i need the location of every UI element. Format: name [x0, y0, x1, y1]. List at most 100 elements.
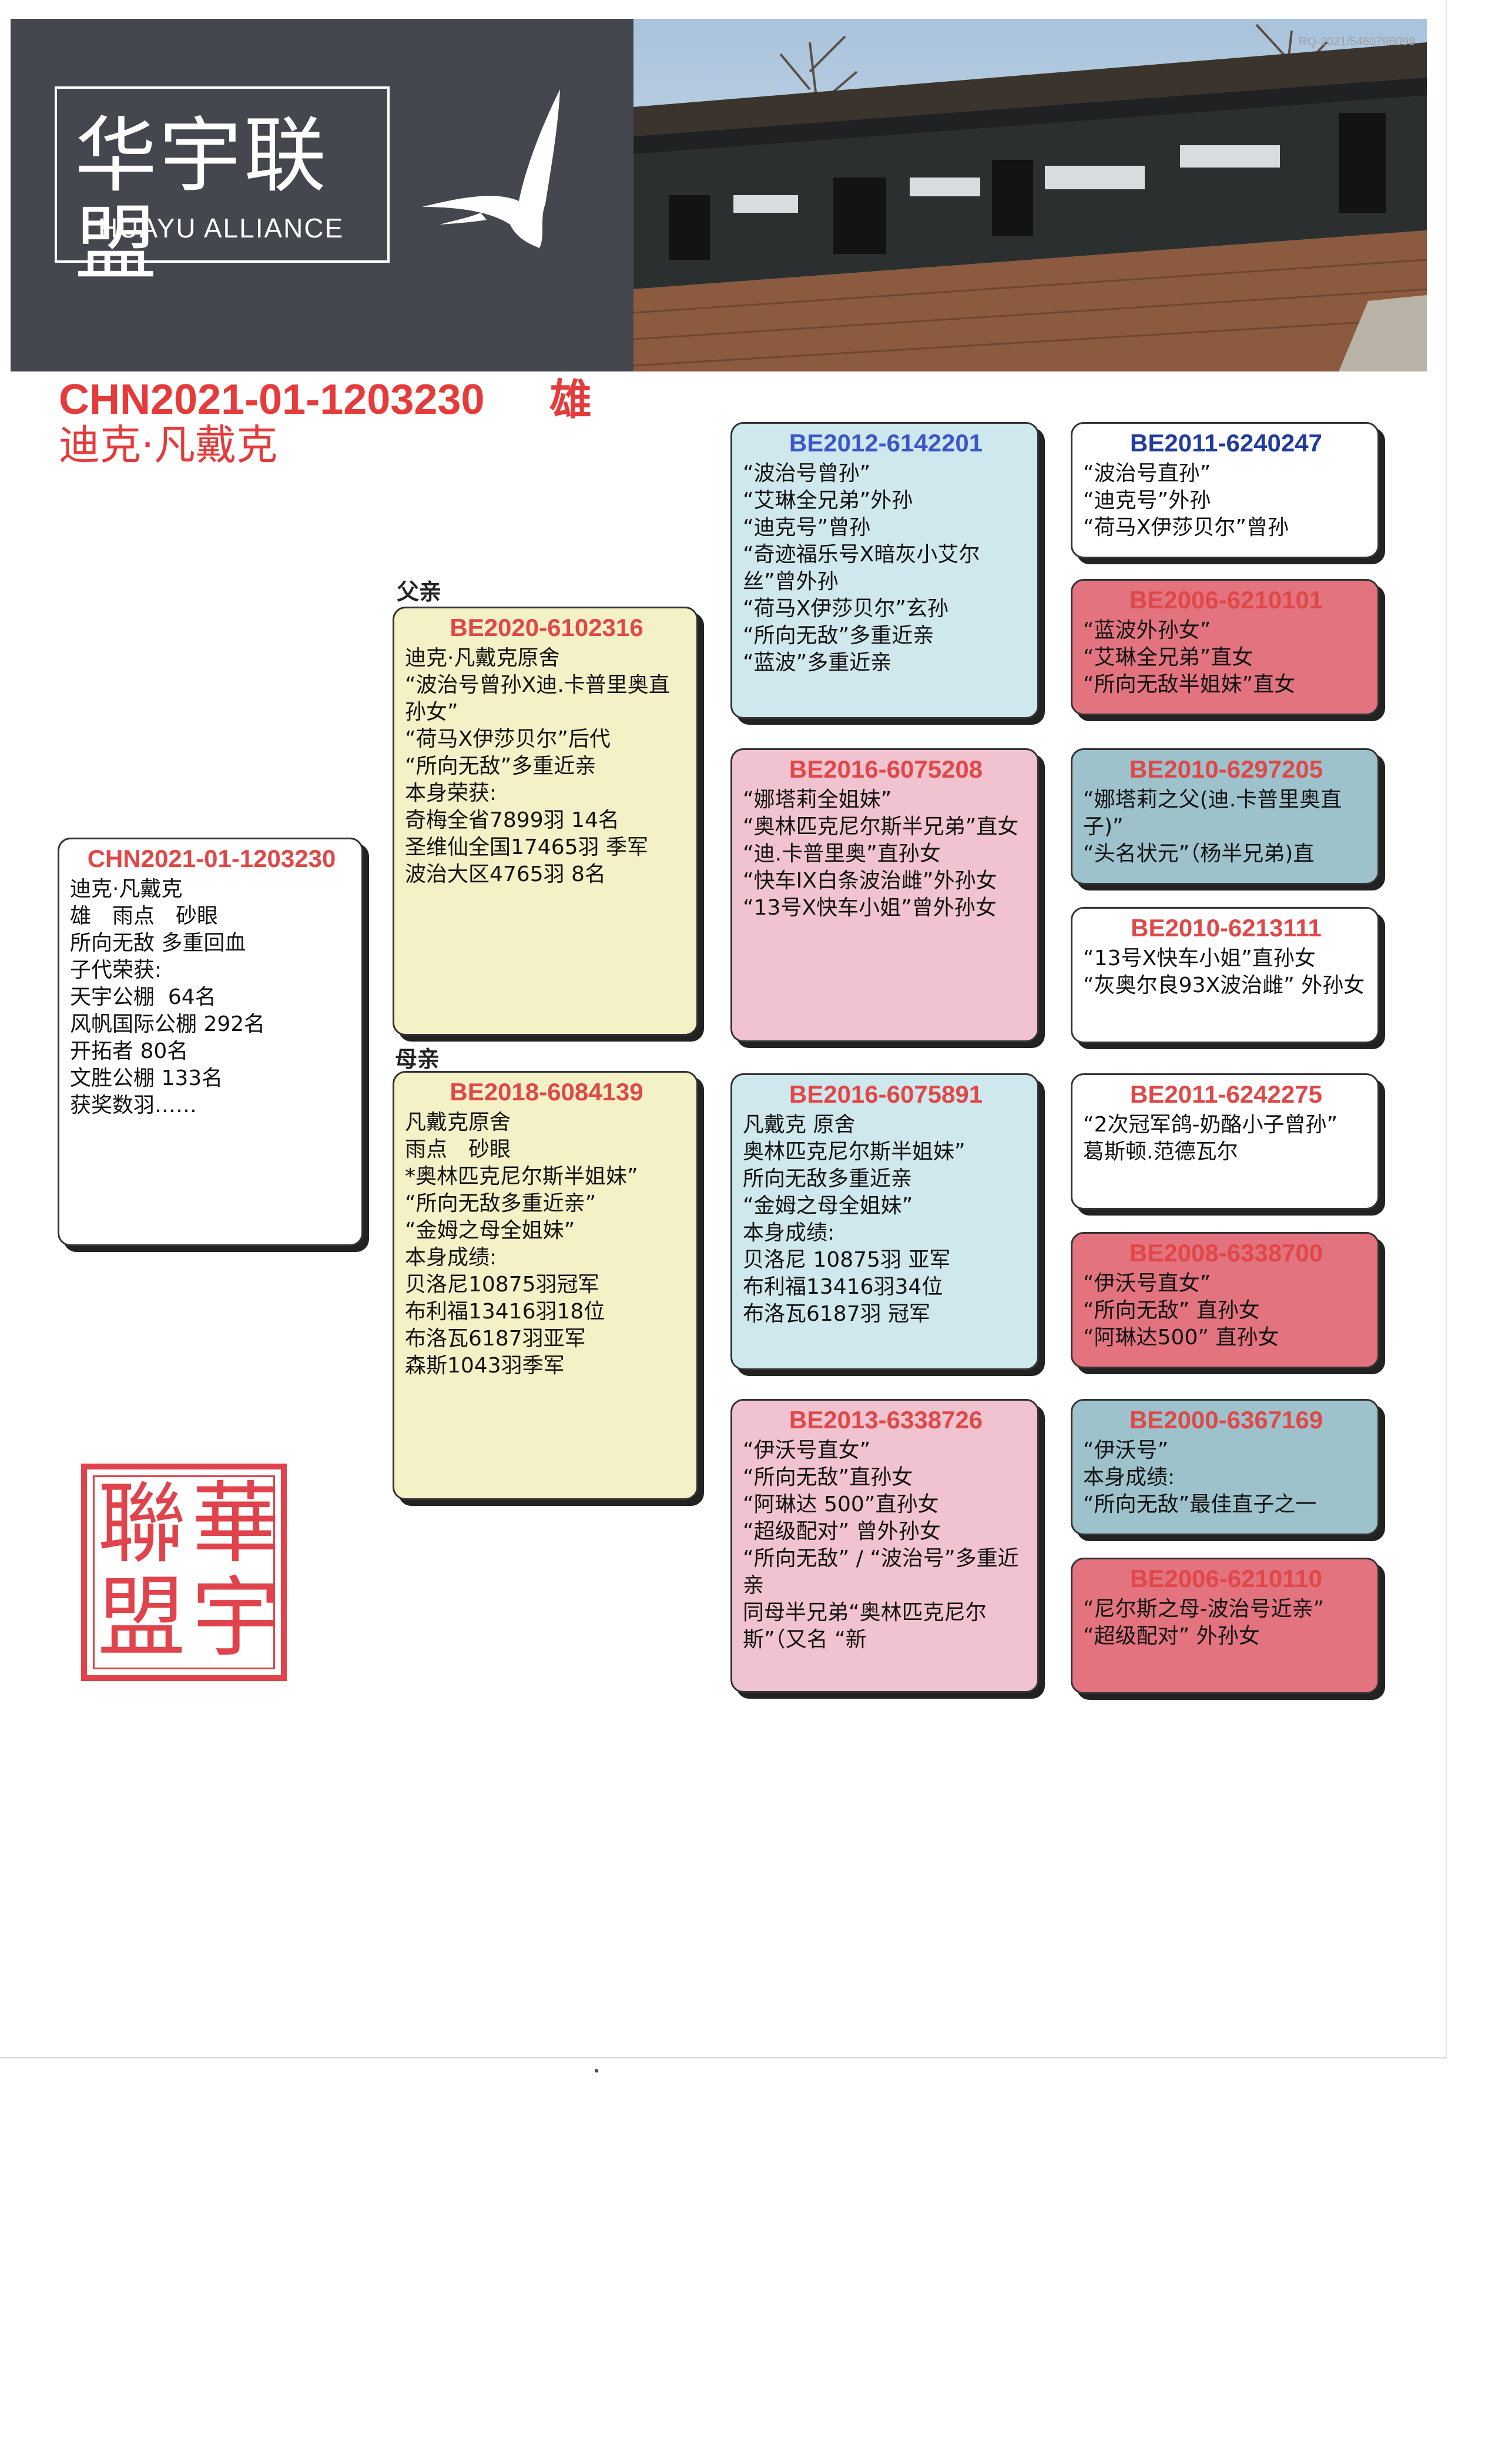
logo-chinese-text: 华宇联盟 [75, 108, 329, 292]
card-line: 凡戴克原舍 [405, 1110, 511, 1134]
card-line: “快车IX白条波治雌”外孙女 [743, 869, 997, 893]
card-line: “迪克号”外孙 [1083, 488, 1211, 513]
mother-label: 母亲 [395, 1046, 440, 1072]
card-ring-number: BE2006-6210110 [1130, 1565, 1322, 1592]
card-line: 雨点 砂眼 [405, 1137, 511, 1161]
card-ring-number: BE2008-6338700 [1129, 1239, 1323, 1267]
card-line: “尼尔斯之母-波治号近亲” [1083, 1597, 1325, 1621]
card-ring-number: BE2011-6242275 [1130, 1080, 1322, 1108]
card-ring-number: BE2016-6075891 [789, 1080, 983, 1108]
card-line: “波治号曾孙” [743, 461, 871, 486]
card-line: “伊沃号直女” [743, 1438, 871, 1462]
card-line: “蓝波”多重近亲 [743, 651, 892, 675]
card-line: “蓝波外孙女” [1083, 618, 1211, 642]
card-line: “伊沃号” [1083, 1438, 1169, 1462]
card-line: “所向无敌”直孙女 [743, 1465, 913, 1489]
card-line: 圣维仙全国17465羽 季军 [405, 835, 648, 859]
granddam-paternal-card: BE2016-6075208 “娜塔莉全姐妹” “奥林匹克尼尔斯半兄弟”直女 “… [730, 748, 1039, 1042]
card-line: 凡戴克 原舍 [743, 1113, 856, 1137]
bird-logo-icon [422, 89, 560, 248]
great-granddam-card-3: BE2008-6338700 “伊沃号直女” “所向无敌” 直孙女 “阿琳达50… [1071, 1232, 1379, 1368]
pedigree-sheet: 华宇联盟 HUAYU ALLIANCE [0, 0, 1447, 2058]
card-line: 迪克·凡戴克 [70, 877, 183, 901]
subject-sex: 雄 [549, 375, 592, 424]
card-line: 风帆国际公棚 292名 [70, 1012, 266, 1036]
card-line: “迪.卡普里奥”直孙女 [743, 842, 941, 866]
card-line: 本身成绩: [743, 1221, 835, 1245]
card-ring-number: BE2020-6102316 [450, 614, 643, 641]
loft-photo: RQ-2021/5460796099 [633, 19, 1427, 371]
subject-ring-number: CHN2021-01-1203230 [59, 376, 485, 423]
card-ring-number: BE2016-6075208 [789, 755, 983, 783]
card-line: 奇梅全省7899羽 14名 [405, 808, 619, 832]
subject-name: 迪克·凡戴克 [59, 421, 278, 469]
card-line: “波治号直孙” [1083, 461, 1211, 486]
card-line: “娜塔莉之父(迪.卡普里奥直子)” [1083, 788, 1342, 839]
card-line: 布利福13416羽18位 [405, 1300, 605, 1324]
card-line: “超级配对” 外孙女 [1083, 1624, 1260, 1648]
card-ring-number: CHN2021-01-1203230 [87, 845, 336, 872]
card-line: “2次冠军鸽-奶酪小子曾孙” [1083, 1113, 1338, 1137]
card-line: “金姆之母全姐妹” [405, 1218, 575, 1243]
card-line: “荷马X伊莎贝尔”后代 [405, 727, 611, 751]
card-line: 波治大区4765羽 8名 [405, 862, 606, 886]
card-line: 奥林匹克尼尔斯半姐妹” [743, 1140, 966, 1164]
card-ring-number: BE2011-6240247 [1130, 429, 1322, 457]
mother-card: BE2018-6084139 凡戴克原舍 雨点 砂眼 *奥林匹克尼尔斯半姐妹” … [393, 1071, 698, 1500]
card-line: “迪克号”曾孙 [743, 515, 871, 540]
loft-photo-image [633, 19, 1427, 371]
card-line: “所向无敌” 直孙女 [1083, 1298, 1260, 1323]
card-line: 天宇公棚 64名 [70, 985, 216, 1009]
card-line: 贝洛尼10875羽冠军 [405, 1273, 599, 1297]
card-line: 文胜公棚 133名 [70, 1066, 223, 1090]
card-line: “所向无敌多重近亲” [405, 1191, 596, 1216]
card-line: “荷马X伊莎贝尔”曾孙 [1083, 515, 1289, 540]
card-ring-number: BE2010-6213111 [1131, 914, 1322, 942]
granddam-maternal-card: BE2013-6338726 “伊沃号直女” “所向无敌”直孙女 “阿琳达 50… [730, 1399, 1039, 1693]
card-line: “阿琳达500” 直孙女 [1083, 1325, 1279, 1350]
card-line: “灰奥尔良93X波治雌” 外孙女 [1083, 973, 1365, 997]
scan-speck [595, 2069, 598, 2073]
card-line: “奇迹福乐号X暗灰小艾尔丝”曾外孙 [743, 543, 980, 594]
card-line: 迪克·凡戴克原舍 [405, 646, 560, 670]
card-line: 森斯1043羽季军 [405, 1354, 565, 1378]
card-line: 贝洛尼 10875羽 亚军 [743, 1248, 951, 1272]
card-line: “所向无敌”最佳直子之一 [1083, 1492, 1317, 1516]
card-line: “13号X快车小姐”曾外孙女 [743, 896, 997, 920]
card-line: 布利福13416羽34位 [743, 1275, 943, 1299]
card-line: *奥林匹克尼尔斯半姐妹” [405, 1164, 638, 1189]
card-line: “艾琳全兄弟”直女 [1083, 645, 1253, 669]
card-ring-number: BE2010-6297205 [1129, 755, 1323, 783]
card-line: 布洛瓦6187羽 冠军 [743, 1302, 931, 1326]
card-line: “超级配对” 曾外孙女 [743, 1519, 941, 1544]
card-line: “艾琳全兄弟”外孙 [743, 488, 913, 513]
great-grandsire-card-3: BE2011-6242275 “2次冠军鸽-奶酪小子曾孙” 葛斯顿.范德瓦尔 [1071, 1073, 1379, 1210]
alliance-seal: 華 宇 聯 盟 [81, 1464, 287, 1681]
card-line: 本身成绩: [405, 1246, 497, 1270]
card-line: “波治号曾孙X迪.卡普里奥直孙女” [405, 673, 670, 724]
card-line: “荷马X伊莎贝尔”玄孙 [743, 597, 948, 621]
card-line: 本身荣获: [405, 781, 497, 805]
card-line: “所向无敌” / “波治号”多重近亲 [743, 1546, 1019, 1598]
card-line: 所向无敌 多重回血 [70, 931, 246, 955]
card-line: 雄 雨点 砂眼 [70, 904, 219, 928]
photo-code: RQ-2021/5460796099 [1299, 35, 1415, 48]
card-line: “金姆之母全姐妹” [743, 1194, 913, 1218]
father-card: BE2020-6102316 迪克·凡戴克原舍 “波治号曾孙X迪.卡普里奥直孙女… [393, 607, 698, 1036]
card-line: “头名状元”（杨半兄弟)直 [1083, 842, 1315, 866]
card-line: “阿琳达 500”直孙女 [743, 1492, 939, 1516]
logo-english-text: HUAYU ALLIANCE [98, 213, 344, 243]
great-grandsire-card-4: BE2000-6367169 “伊沃号” 本身成绩: “所向无敌”最佳直子之一 [1071, 1399, 1379, 1535]
card-line: “伊沃号直女” [1083, 1271, 1211, 1295]
card-line: “所向无敌半姐妹”直女 [1083, 672, 1296, 697]
card-line: “13号X快车小姐”直孙女 [1083, 946, 1316, 970]
subject-card: CHN2021-01-1203230 迪克·凡戴克 雄 雨点 砂眼 所向无敌 多… [58, 838, 363, 1246]
card-ring-number: BE2012-6142201 [789, 429, 983, 457]
logo: 华宇联盟 HUAYU ALLIANCE [55, 86, 390, 289]
header-banner: 华宇联盟 HUAYU ALLIANCE [11, 19, 1427, 371]
seal-char: 華 [192, 1473, 280, 1575]
card-line: 所向无敌多重近亲 [743, 1167, 913, 1191]
great-granddam-card-1: BE2006-6210101 “蓝波外孙女” “艾琳全兄弟”直女 “所向无敌半姐… [1071, 579, 1379, 715]
card-line: 获奖数羽…… [70, 1093, 197, 1117]
card-line: 布洛瓦6187羽亚军 [405, 1327, 586, 1351]
